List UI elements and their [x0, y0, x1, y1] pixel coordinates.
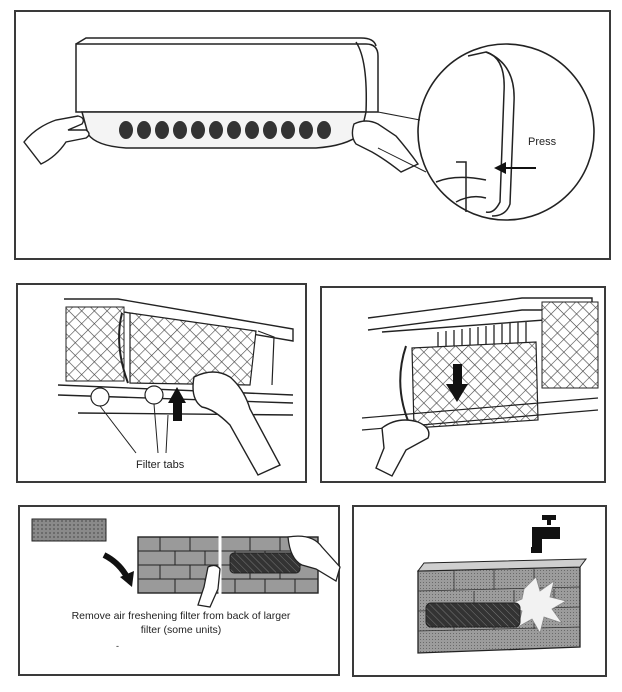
right-hand [351, 120, 420, 173]
filter-tab-circle [144, 385, 164, 405]
tap-icon [531, 515, 560, 553]
pulled-filter-mesh [411, 341, 539, 429]
press-label: Press [528, 136, 557, 148]
panel-lift-filter-tabs: Filter tabs [16, 283, 307, 483]
panel-wash-filter [352, 505, 607, 677]
hand [192, 371, 281, 476]
zoomed-panel-edge [435, 51, 515, 217]
down-arrow [446, 364, 468, 402]
curved-arrow [120, 571, 134, 587]
panel-remove-freshening-filter: Remove air freshening filter from back o… [18, 505, 342, 676]
dark-freshening-filter [425, 602, 521, 628]
caption-line-2: filter (some units) [140, 624, 222, 636]
press-arrow [494, 162, 536, 174]
filter-tab-circle [90, 387, 110, 407]
open-front-cover-illustration [23, 37, 595, 221]
right-hand [287, 535, 341, 582]
panel-open-front-cover: Press [14, 10, 611, 260]
wash-filter-illustration [416, 515, 588, 654]
louvre-vents [119, 121, 331, 139]
freshening-filter-strip [31, 518, 107, 542]
remove-freshening-filter-illustration [31, 518, 341, 608]
caption: Remove air freshening filter from back o… [20, 609, 342, 637]
left-filter-mesh [65, 306, 125, 382]
ac-unit [75, 37, 379, 149]
magnifier-circle [417, 43, 595, 221]
lift-filter-illustration [57, 298, 294, 476]
hand [375, 419, 430, 477]
panel-pull-filter-down [320, 286, 606, 483]
caption-line-1: Remove air freshening filter from back o… [71, 610, 291, 622]
right-filter-mesh [541, 301, 599, 389]
left-hand [23, 115, 90, 165]
up-arrow [168, 387, 186, 421]
dark-freshening-filter [229, 552, 301, 574]
left-hand [197, 564, 221, 608]
caption-dash: - [116, 641, 119, 651]
filter-tabs-label: Filter tabs [136, 459, 185, 471]
pull-filter-illustration [361, 297, 599, 477]
lifted-filter-mesh [129, 312, 257, 386]
